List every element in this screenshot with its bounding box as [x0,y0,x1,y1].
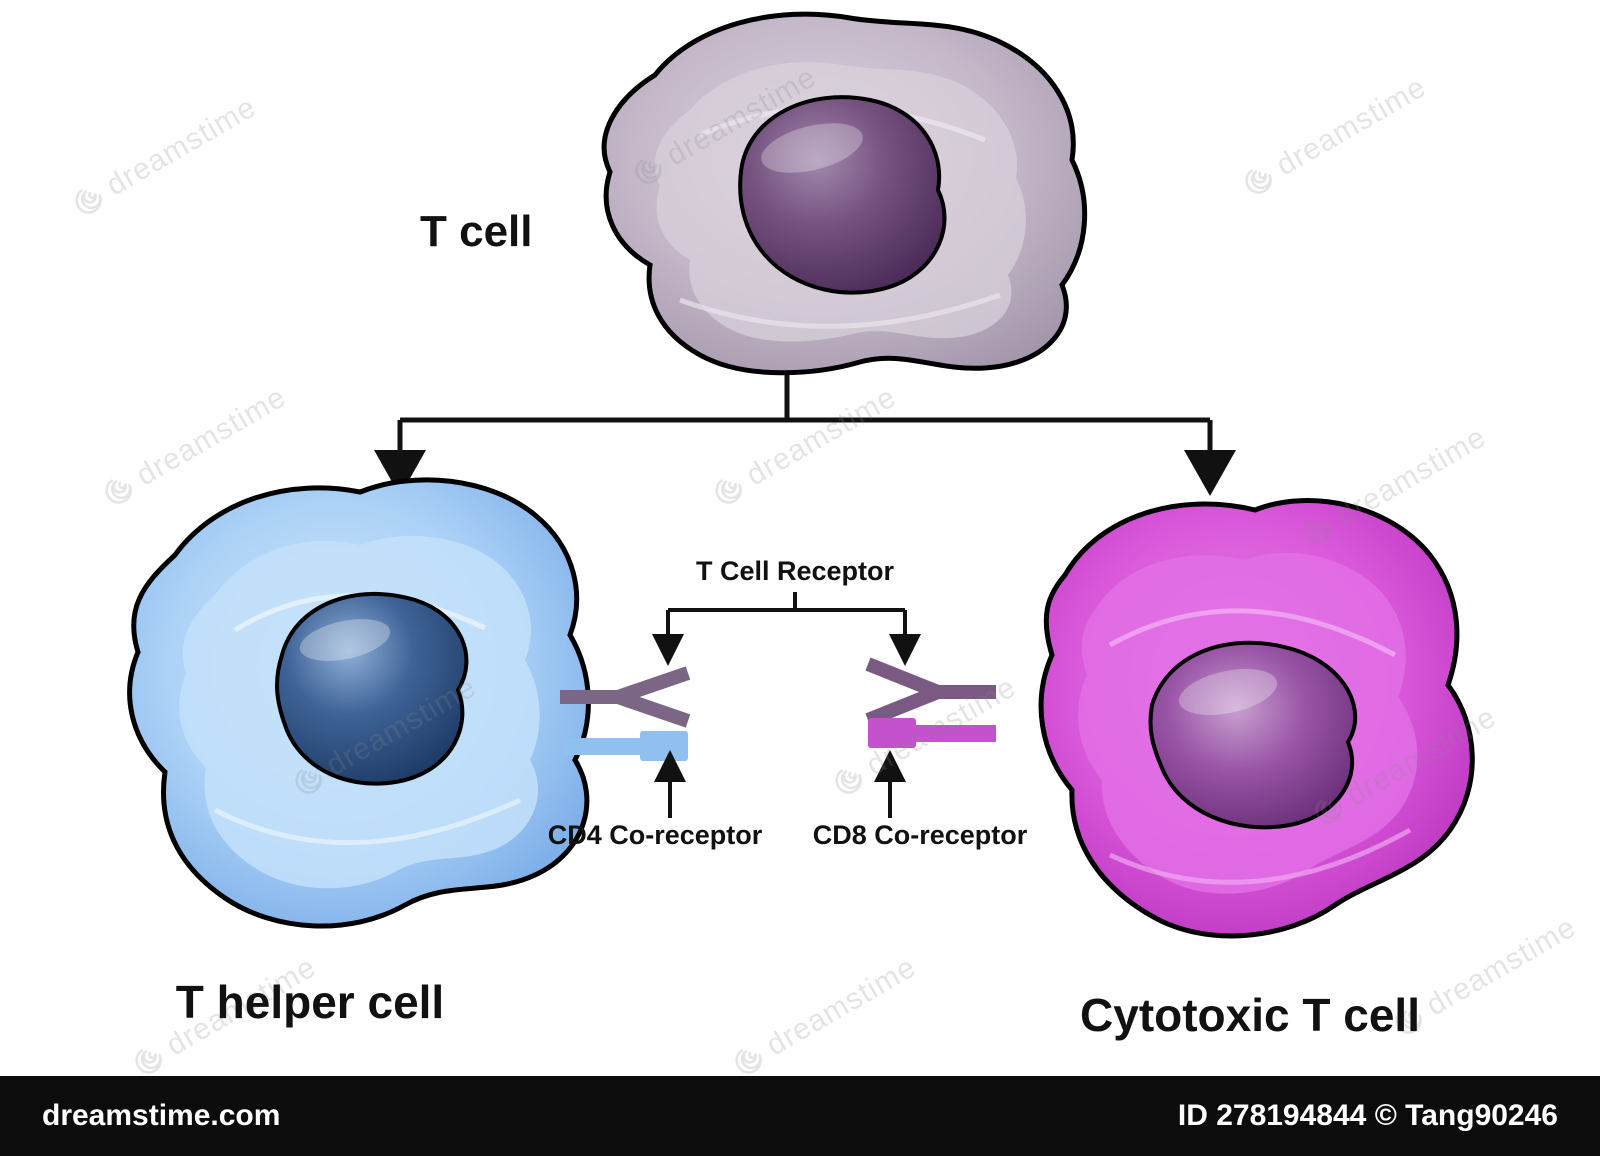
cd4-arrowhead-icon [654,750,686,782]
cytotoxic-cell-nucleus [1148,640,1358,830]
cd8-coreceptor-shape [868,718,996,748]
tcr-arrowhead-left-icon [652,634,684,666]
cd4-coreceptor-label: CD4 Co-receptor [547,820,763,850]
tcr-right-receptor [865,657,996,727]
helper-cell-nucleus [274,591,469,786]
footer-bar: dreamstime.com ID 278194844 © Tang90246 [0,1076,1600,1156]
cd4-coreceptor-shape [563,731,688,761]
t-cell-shape [601,11,1088,376]
cd8-arrowhead-icon [874,750,906,782]
t-cell-label: T cell [420,207,533,256]
arrowhead-right-icon [1184,450,1236,496]
footer-credit-text: ID 278194844 © Tang90246 [1177,1099,1558,1132]
tcr-arrowhead-right-icon [889,634,921,666]
cd8-coreceptor-label: CD8 Co-receptor [812,820,1028,850]
cd4-arrow [654,750,686,818]
cytotoxic-cell-shape [1038,498,1475,939]
arrowhead-left-icon [374,450,426,496]
tcr-left-receptor [560,666,691,728]
t-helper-cell-label: T helper cell [175,976,445,1028]
cytotoxic-t-cell-label: Cytotoxic T cell [1080,989,1420,1041]
helper-cell-shape [127,477,591,929]
t-cell-receptor-label: T Cell Receptor [695,556,895,586]
t-cell-nucleus [738,95,947,295]
tcr-bracket-arrows [652,592,921,666]
branch-arrows [374,360,1236,496]
footer-site-text: dreamstime.com [42,1099,281,1132]
cd8-arrow [874,750,906,818]
